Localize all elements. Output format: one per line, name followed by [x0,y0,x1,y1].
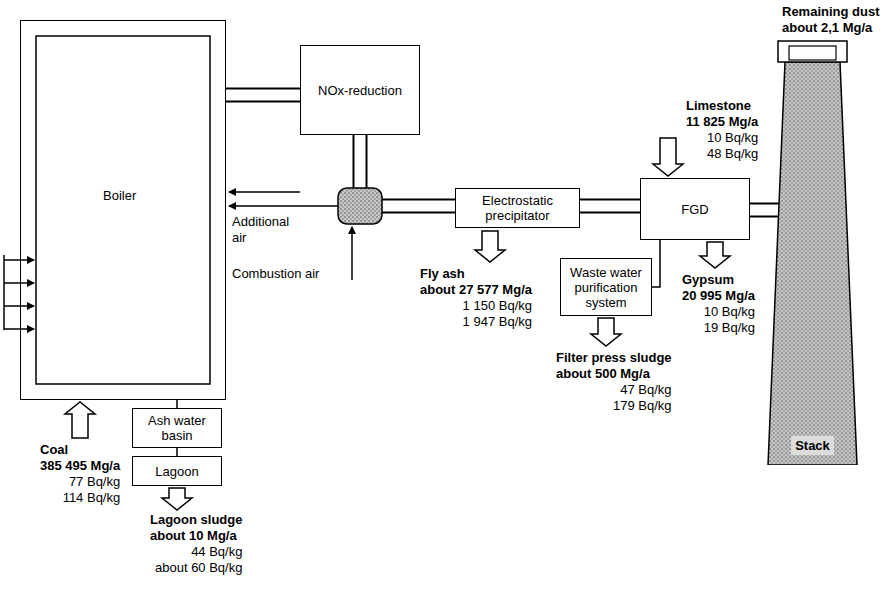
node-text: Boiler [99,186,140,205]
flow-label: Remaining dust [782,4,880,20]
node-text: FGD [677,200,712,219]
stack-chimney: Stack [765,40,860,465]
boiler: Boiler [20,20,226,400]
node-text: NOx-reduction [314,81,406,100]
flow-label: Limestone [686,98,751,114]
connector-stroke [226,90,300,101]
flow-label: 1 150 Bq/kg [463,298,532,314]
label-group: Additional air [232,214,302,246]
flow-label: 11 825 Mg/a [686,114,758,130]
flow-label: about 10 Mg/a [150,528,237,544]
connector-line [652,240,660,287]
flow-label: 179 Bq/kg [613,398,672,414]
connector-stroke [652,240,660,287]
flow-label: 48 Bq/kg [707,146,758,162]
label-group: Filter press sludgeabout 500 Mg/a47 Bq/k… [556,350,672,414]
flow-label: 47 Bq/kg [620,382,671,398]
burner-arrows [4,255,34,330]
flow-label: 10 Bq/kg [704,304,755,320]
flow-label: about 60 Bq/kg [155,560,242,576]
flow-label: about 27 577 Mg/a [420,282,532,298]
label-group: Remaining dustabout 2,1 Mg/a [782,4,880,36]
flow-label: Additional air [232,214,302,246]
flow-label: 114 Bq/kg [63,490,121,506]
flow-label: Lagoon sludge [150,512,242,528]
label-group: Coal385 495 Mg/a77 Bq/kg114 Bq/kg [40,442,120,506]
label-group: Gypsum20 995 Mg/a10 Bq/kg19 Bq/kg [682,272,755,336]
flow-label: 1 947 Bq/kg [463,314,532,330]
lagoon-box: Lagoon [132,456,222,486]
flow-label: Filter press sludge [556,350,672,366]
connector-stroke [580,201,640,212]
waste-water-box: Waste water purification system [560,258,652,316]
boiler-inner-wall [20,20,226,400]
connector-line [177,400,178,408]
air-preheater [338,188,382,224]
flow-label: Coal [40,442,68,458]
fgd-box: FGD [640,178,750,240]
label-group: Fly ashabout 27 577 Mg/a1 150 Bq/kg1 947… [420,266,532,330]
node-text: Ash water basin [133,411,221,445]
node-text: Stack [791,436,834,455]
flow-label: 44 Bq/kg [191,544,242,560]
connector-stroke [176,400,178,408]
flow-label: Gypsum [682,272,734,288]
flue-duct [226,95,300,96]
label-group: Lagoon sludgeabout 10 Mg/a44 Bq/kgabout … [150,512,242,576]
precipitator-box: Electrostatic precipitator [455,188,580,228]
label-group: Limestone11 825 Mg/a10 Bq/kg48 Bq/kg [686,98,758,162]
node-text: Waste water purification system [561,263,651,312]
node-text: Lagoon [151,462,202,481]
ash-water-basin: Ash water basin [132,408,222,448]
flow-label: 20 995 Mg/a [682,288,755,304]
flow-label: about 500 Mg/a [556,366,650,382]
flow-label: about 2,1 Mg/a [782,20,872,36]
node-text: Electrostatic precipitator [456,191,579,225]
flow-label: 385 495 Mg/a [40,458,120,474]
connector-line [177,448,178,456]
flue-duct [580,206,640,207]
stack-shape [765,40,860,465]
flow-label: 10 Bq/kg [707,130,758,146]
connector-stroke [176,448,178,456]
flow-label: Fly ash [420,266,465,282]
flow-block-arrows [65,138,730,510]
flow-label: 77 Bq/kg [69,474,120,490]
connector-stroke [226,88,300,103]
nox-reduction-box: NOx-reduction [300,45,420,135]
connector-stroke [580,199,640,214]
flow-label: Combustion air [232,266,319,282]
flow-label: 19 Bq/kg [704,320,755,336]
label-group: Combustion air [232,266,319,282]
